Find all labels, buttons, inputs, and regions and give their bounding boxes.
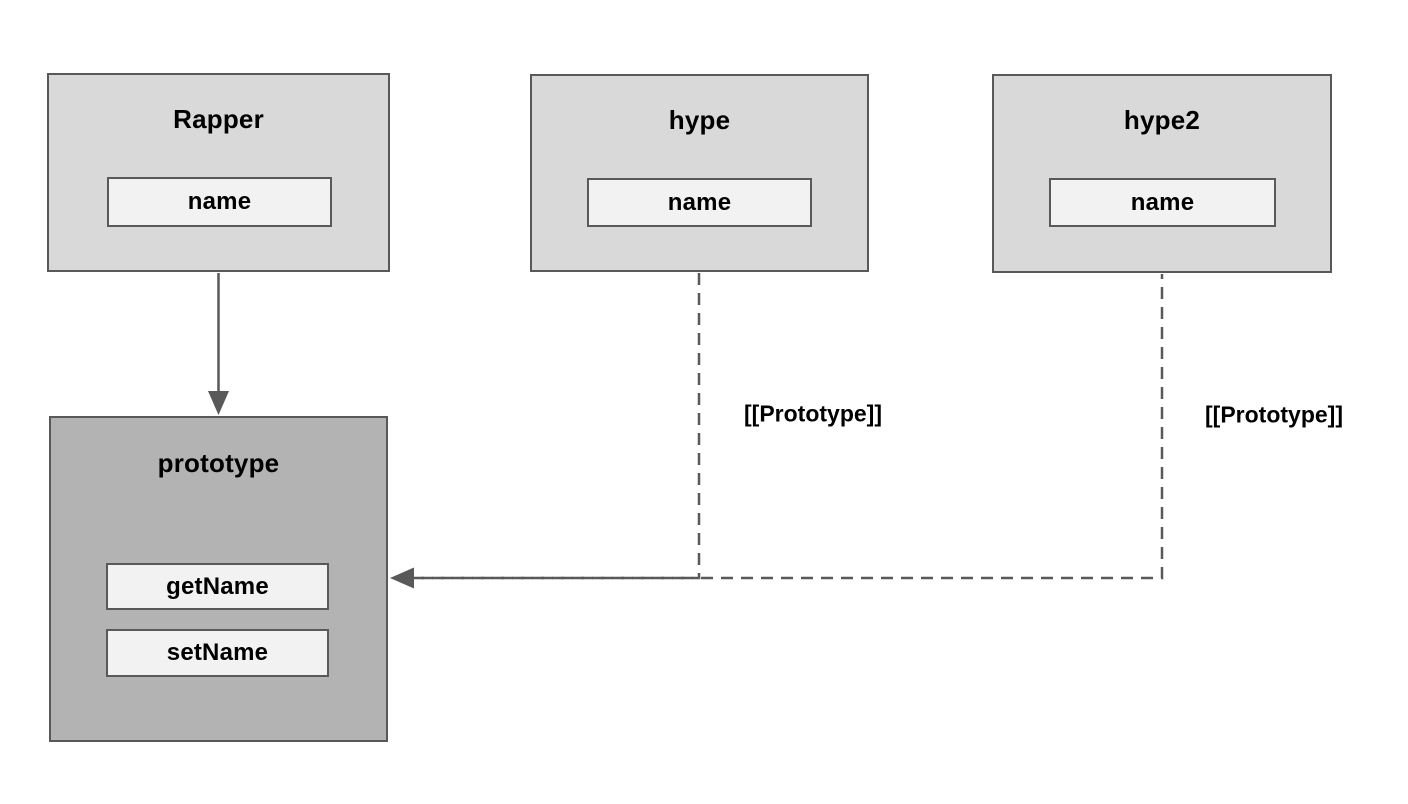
node-title: Rapper — [173, 103, 264, 134]
edge-label-prototype: [[Prototype]] — [744, 400, 882, 427]
node-hype: hype name — [530, 74, 869, 272]
edge-hype-to-prototype-line — [414, 273, 701, 580]
node-title: prototype — [157, 447, 280, 478]
member-cell-name: name — [1049, 178, 1276, 227]
node-rapper: Rapper name — [47, 73, 390, 272]
node-title: hype — [668, 104, 731, 135]
member-cell-getname: getName — [106, 563, 329, 610]
member-cell-setname: setName — [106, 629, 329, 677]
node-prototype: prototype getName setName — [49, 416, 388, 742]
member-cell-name: name — [587, 178, 812, 227]
edge-label-prototype: [[Prototype]] — [1205, 401, 1343, 428]
arrowhead-down-icon — [208, 391, 229, 415]
arrowhead-left-icon — [390, 567, 414, 589]
member-cell-name: name — [107, 177, 332, 227]
node-hype2: hype2 name — [992, 74, 1332, 273]
node-title: hype2 — [1123, 104, 1201, 135]
